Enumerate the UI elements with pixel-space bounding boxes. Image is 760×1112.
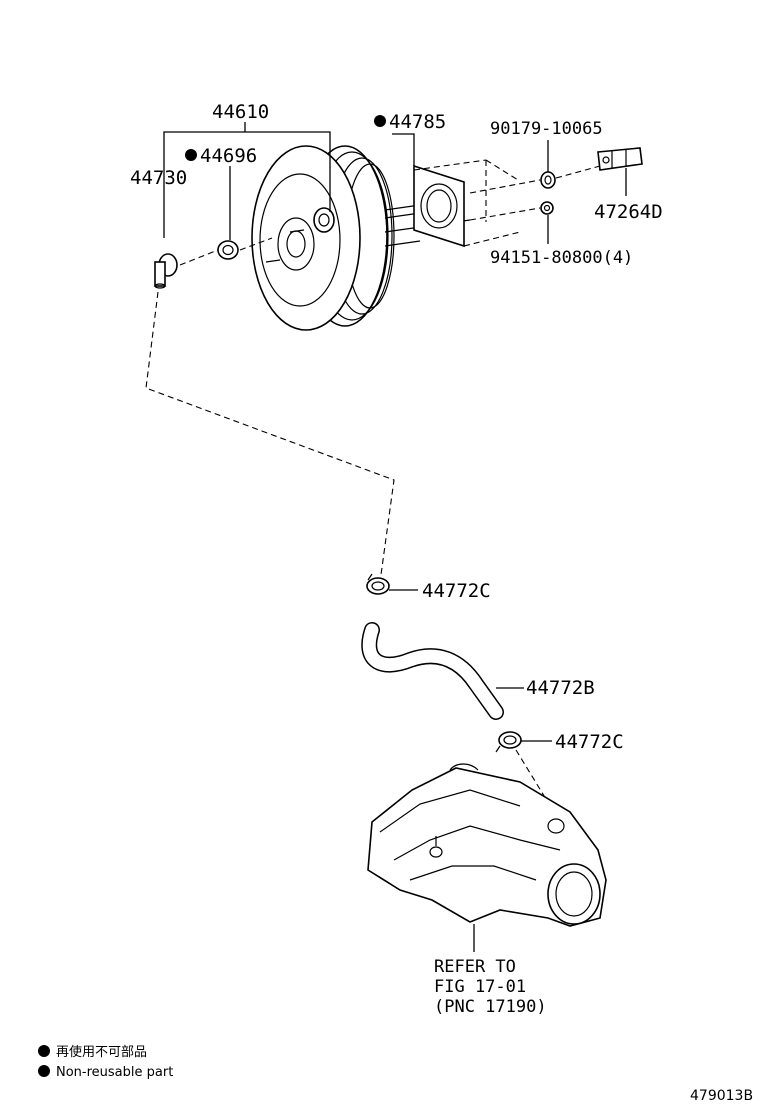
- label-44772c-top: 44772C: [422, 580, 491, 602]
- check-valve-44730: [154, 253, 178, 289]
- label-94151-80800: 94151-80800(4): [490, 248, 633, 268]
- nut-94151: [540, 201, 554, 215]
- intake-manifold: [367, 763, 607, 927]
- vacuum-hose-44772b: [361, 622, 504, 720]
- grommet-44696: [217, 240, 239, 260]
- label-44730: 44730: [130, 167, 187, 189]
- refer-note-line3: (PNC 17190): [434, 997, 547, 1017]
- legend-bullet-2: [38, 1065, 50, 1077]
- label-44696: 44696: [200, 145, 257, 167]
- leader-lines: [163, 122, 627, 952]
- refer-note-line2: FIG 17-01: [434, 977, 526, 997]
- non-reusable-mark-44785: [374, 115, 386, 127]
- non-reusable-mark-44696: [185, 149, 197, 161]
- booster-gasket: [413, 164, 465, 248]
- label-47264d: 47264D: [594, 201, 663, 223]
- nut-90179: [540, 171, 556, 189]
- assembly-lines-upper: [179, 159, 601, 266]
- brake-booster: [251, 145, 471, 331]
- clevis-47264d: [597, 147, 643, 171]
- legend-line-english: Non-reusable part: [56, 1065, 173, 1080]
- figure-code: 479013B: [690, 1088, 753, 1104]
- refer-note-line1: REFER TO: [434, 957, 516, 977]
- label-44610: 44610: [212, 101, 269, 123]
- label-44785: 44785: [389, 111, 446, 133]
- hose-clamp-bottom: [495, 731, 522, 753]
- label-44772c-bottom: 44772C: [555, 731, 624, 753]
- label-44772b: 44772B: [526, 677, 595, 699]
- hose-clamp-top: [366, 573, 390, 595]
- legend-bullet-1: [38, 1045, 50, 1057]
- legend-line-japanese: 再使用不可部品: [56, 1044, 147, 1060]
- label-90179-10065: 90179-10065: [490, 119, 603, 139]
- assembly-lines-vacuum: [145, 291, 561, 823]
